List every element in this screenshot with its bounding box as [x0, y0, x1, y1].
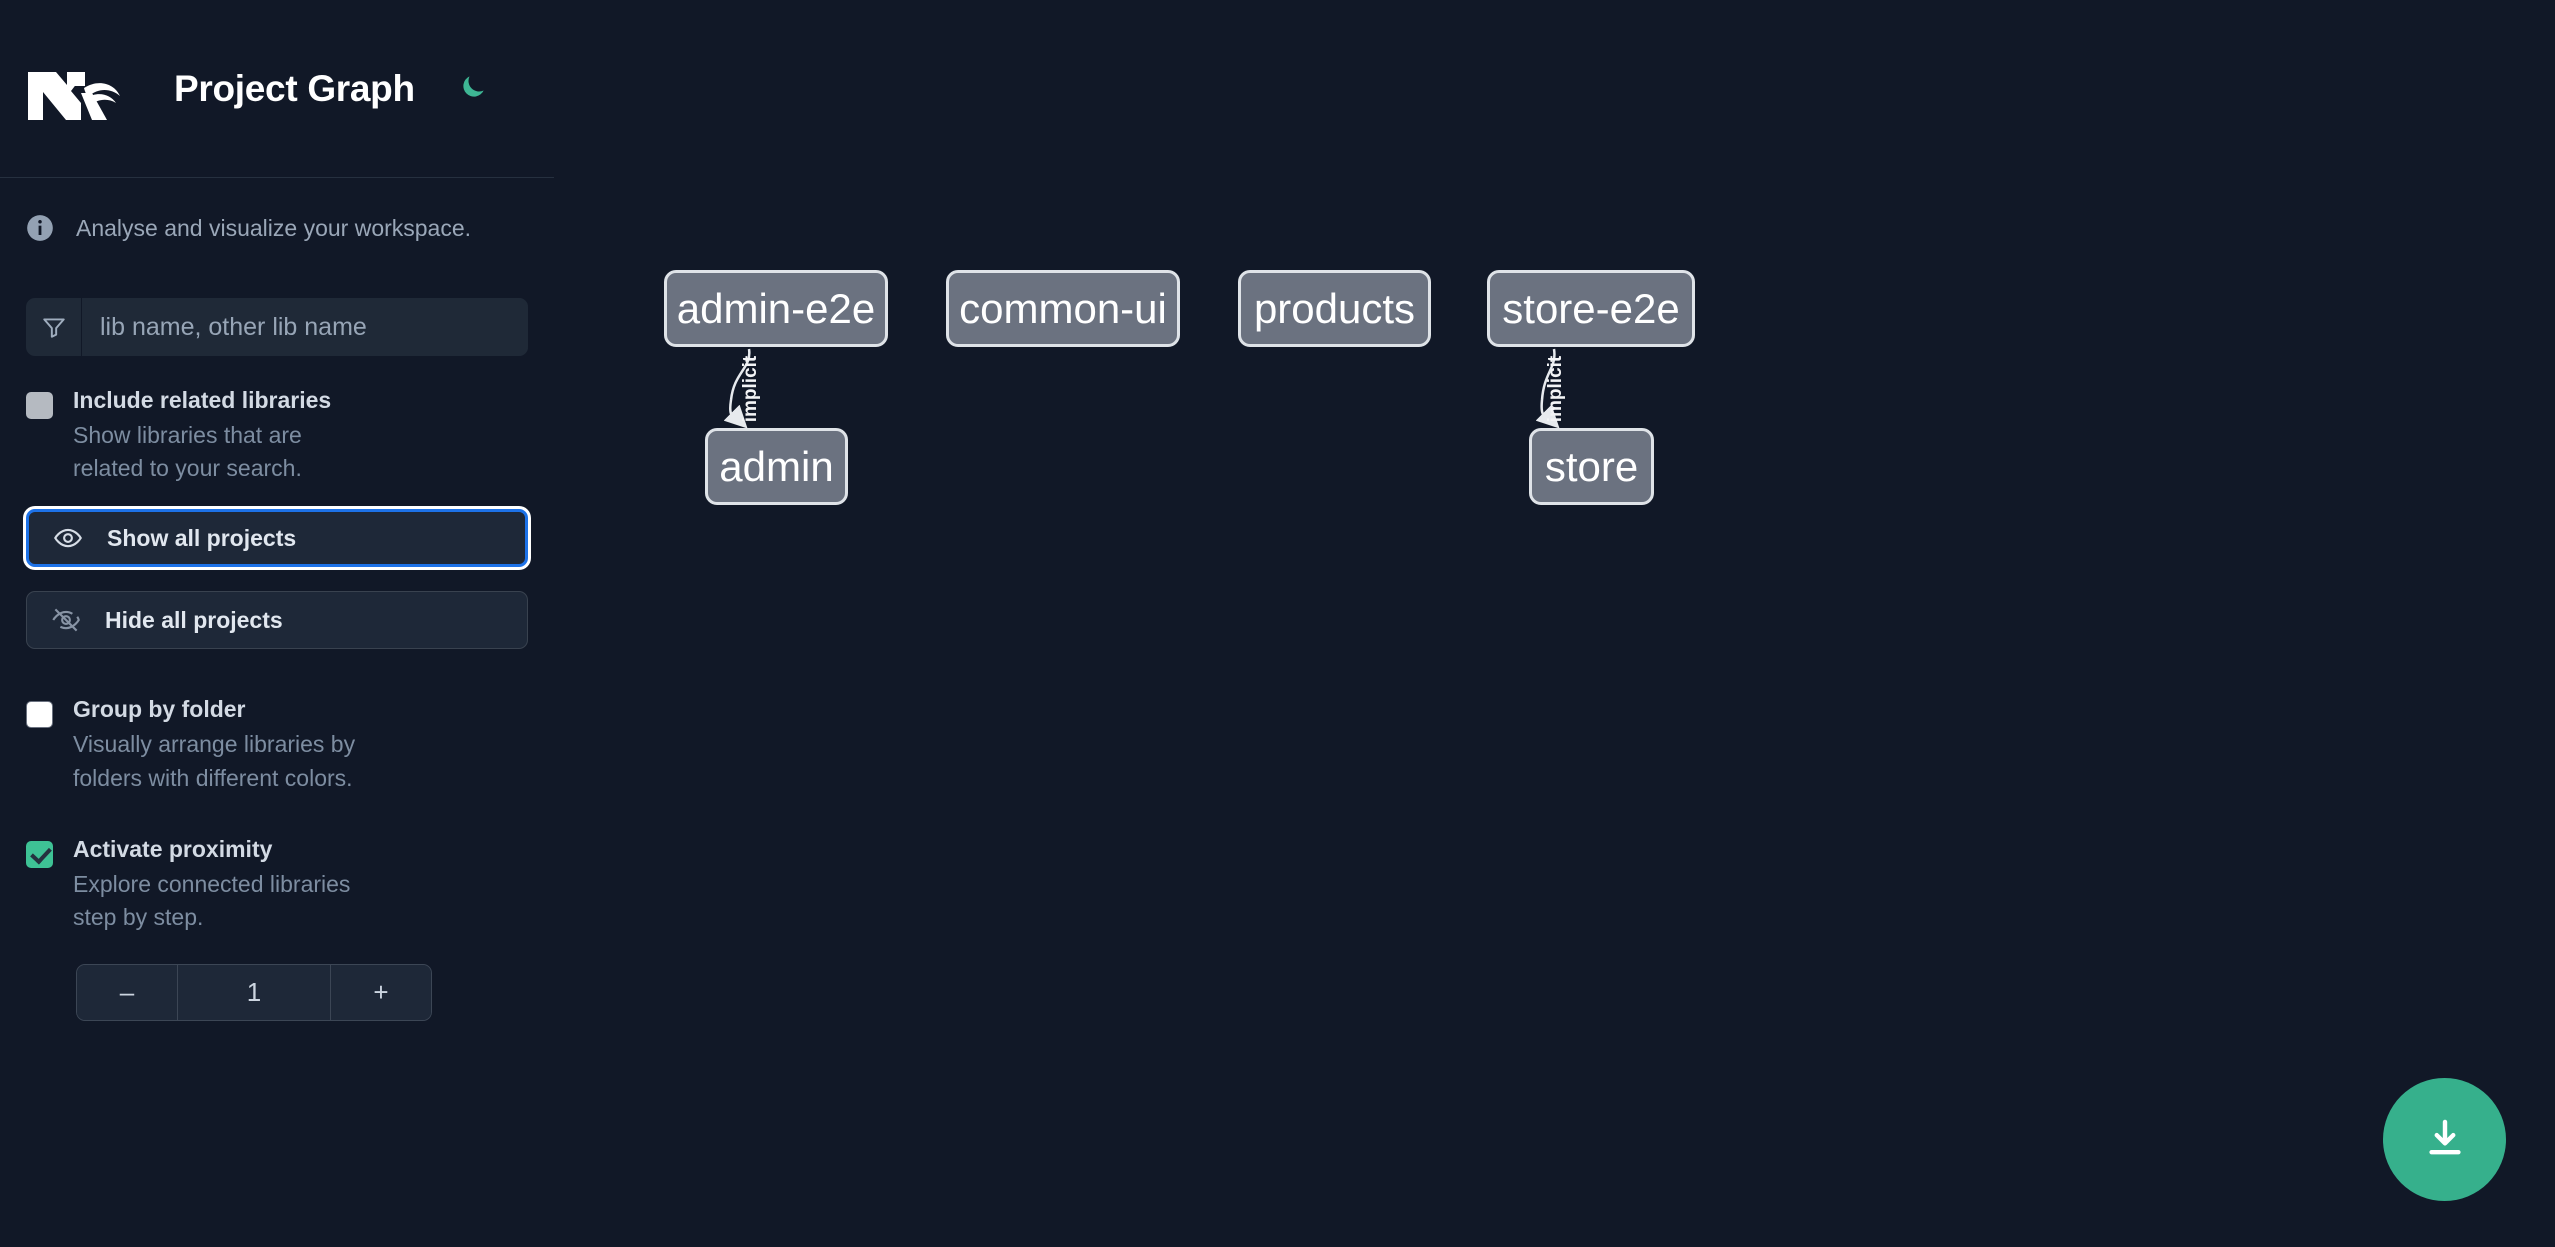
include-related-checkbox[interactable]: [26, 392, 53, 419]
stepper-decrement-button[interactable]: –: [77, 965, 178, 1021]
option-activate-proximity[interactable]: Activate proximity Explore connected lib…: [26, 835, 528, 934]
show-all-projects-label: Show all projects: [107, 524, 297, 551]
stepper-increment-button[interactable]: +: [330, 965, 431, 1021]
group-by-folder-checkbox[interactable]: [26, 701, 53, 729]
include-related-label: Include related libraries: [73, 387, 332, 413]
sidebar-tagline-text: Analyse and visualize your workspace.: [76, 214, 472, 241]
sidebar-body: Include related libraries Show libraries…: [0, 298, 554, 1022]
hide-all-projects-button[interactable]: Hide all projects: [26, 591, 528, 650]
graph-node-label: admin: [719, 442, 834, 490]
graph-edge-label-store: implicit: [1545, 355, 1566, 423]
activate-proximity-checkbox[interactable]: [26, 840, 53, 868]
moon-icon: [458, 72, 488, 105]
activate-proximity-description: Explore connected libraries step by step…: [73, 870, 351, 930]
graph-node-label: store-e2e: [1502, 284, 1680, 332]
show-all-projects-button[interactable]: Show all projects: [26, 509, 528, 568]
group-by-folder-label: Group by folder: [73, 696, 246, 723]
sidebar-tagline: Analyse and visualize your workspace.: [0, 178, 554, 242]
graph-node-label: admin-e2e: [676, 284, 876, 332]
option-group-by-folder[interactable]: Group by folder Visually arrange librari…: [26, 695, 528, 794]
download-icon: [2422, 1115, 2468, 1164]
graph-node-admin-e2e[interactable]: admin-e2e: [664, 270, 888, 347]
filter-input[interactable]: [82, 298, 528, 356]
graph-node-store[interactable]: store: [1529, 428, 1654, 505]
proximity-stepper: – 1 +: [76, 964, 432, 1022]
hide-all-projects-label: Hide all projects: [105, 606, 283, 633]
filter-row: [26, 298, 528, 356]
include-related-description: Show libraries that are related to your …: [73, 421, 302, 482]
theme-toggle-button[interactable]: [453, 69, 493, 109]
graph-node-label: products: [1253, 284, 1416, 332]
eye-off-icon: [51, 605, 85, 635]
nx-logo: [26, 58, 122, 120]
sidebar-header: Project Graph: [0, 0, 554, 178]
sidebar: Project Graph Analyse and visualize your…: [0, 0, 554, 1247]
graph-edge-label-admin: implicit: [740, 355, 761, 423]
stepper-value: 1: [178, 965, 330, 1021]
graph-node-label: store: [1544, 442, 1639, 490]
graph-node-store-e2e[interactable]: store-e2e: [1487, 270, 1695, 347]
graph-canvas[interactable]: admin-e2e common-ui products store-e2e a…: [554, 0, 2555, 1247]
download-graph-button[interactable]: [2383, 1078, 2506, 1201]
filter-funnel-icon: [26, 298, 82, 356]
graph-node-products[interactable]: products: [1238, 270, 1431, 347]
graph-node-admin[interactable]: admin: [705, 428, 848, 505]
option-include-related[interactable]: Include related libraries Show libraries…: [26, 386, 528, 485]
activate-proximity-label: Activate proximity: [73, 835, 273, 862]
group-by-folder-description: Visually arrange libraries by folders wi…: [73, 731, 356, 791]
info-icon: [26, 214, 54, 242]
eye-icon: [53, 523, 87, 553]
graph-node-label: common-ui: [959, 284, 1167, 332]
graph-node-common-ui[interactable]: common-ui: [946, 270, 1180, 347]
page-title: Project Graph: [174, 67, 415, 109]
